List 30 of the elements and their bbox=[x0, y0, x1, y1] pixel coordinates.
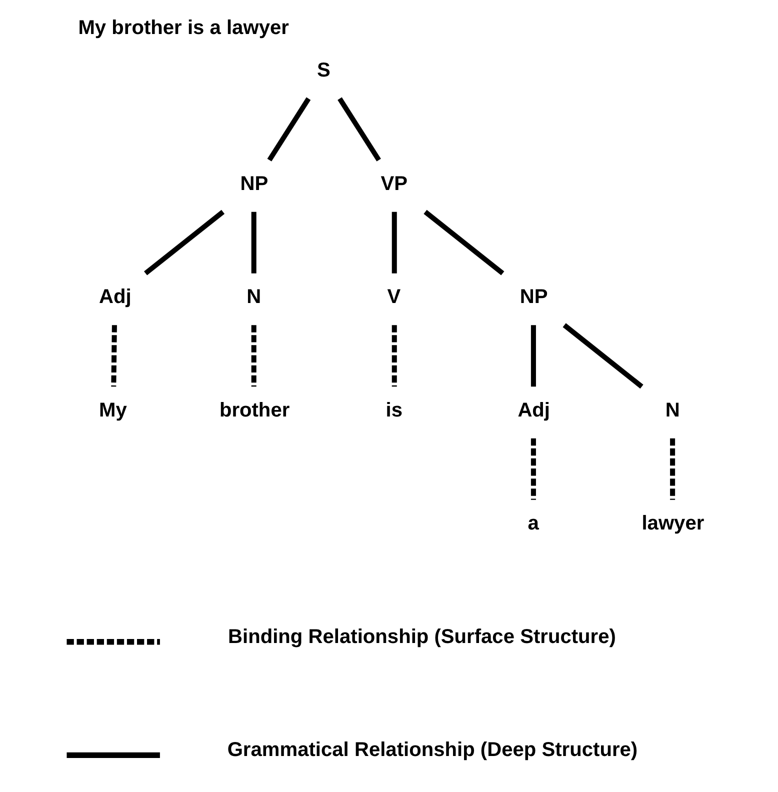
connector bbox=[530, 325, 536, 387]
connector bbox=[251, 325, 256, 387]
connector bbox=[530, 438, 536, 500]
node-text: N bbox=[665, 399, 680, 422]
node-text: lawyer bbox=[642, 512, 704, 535]
connector bbox=[392, 212, 397, 274]
node-text: NP bbox=[520, 286, 548, 308]
legend-label: Binding Relationship (Surface Structure) bbox=[228, 626, 616, 648]
node-text: Adj bbox=[518, 399, 550, 422]
connector bbox=[392, 325, 397, 387]
node-text: My bbox=[99, 399, 127, 422]
node-text: brother bbox=[219, 399, 290, 422]
connector bbox=[144, 210, 225, 276]
connector bbox=[338, 97, 381, 162]
legend-label: Grammatical Relationship (Deep Structure) bbox=[227, 739, 638, 762]
connector bbox=[670, 438, 676, 500]
node-text: NP bbox=[240, 172, 268, 195]
node-text: V bbox=[387, 286, 401, 308]
node-text: S bbox=[316, 60, 330, 82]
connector bbox=[562, 323, 644, 389]
node-text: Adj bbox=[99, 286, 132, 308]
node-text: N bbox=[246, 286, 262, 308]
connector bbox=[424, 210, 504, 276]
node-text: is bbox=[386, 399, 403, 422]
node-text: a bbox=[528, 512, 539, 535]
connector bbox=[111, 325, 117, 387]
node-text: VP bbox=[380, 172, 408, 195]
diagram-title: My brother is a lawyer bbox=[78, 17, 289, 40]
connector bbox=[251, 212, 256, 274]
connector bbox=[267, 97, 311, 162]
